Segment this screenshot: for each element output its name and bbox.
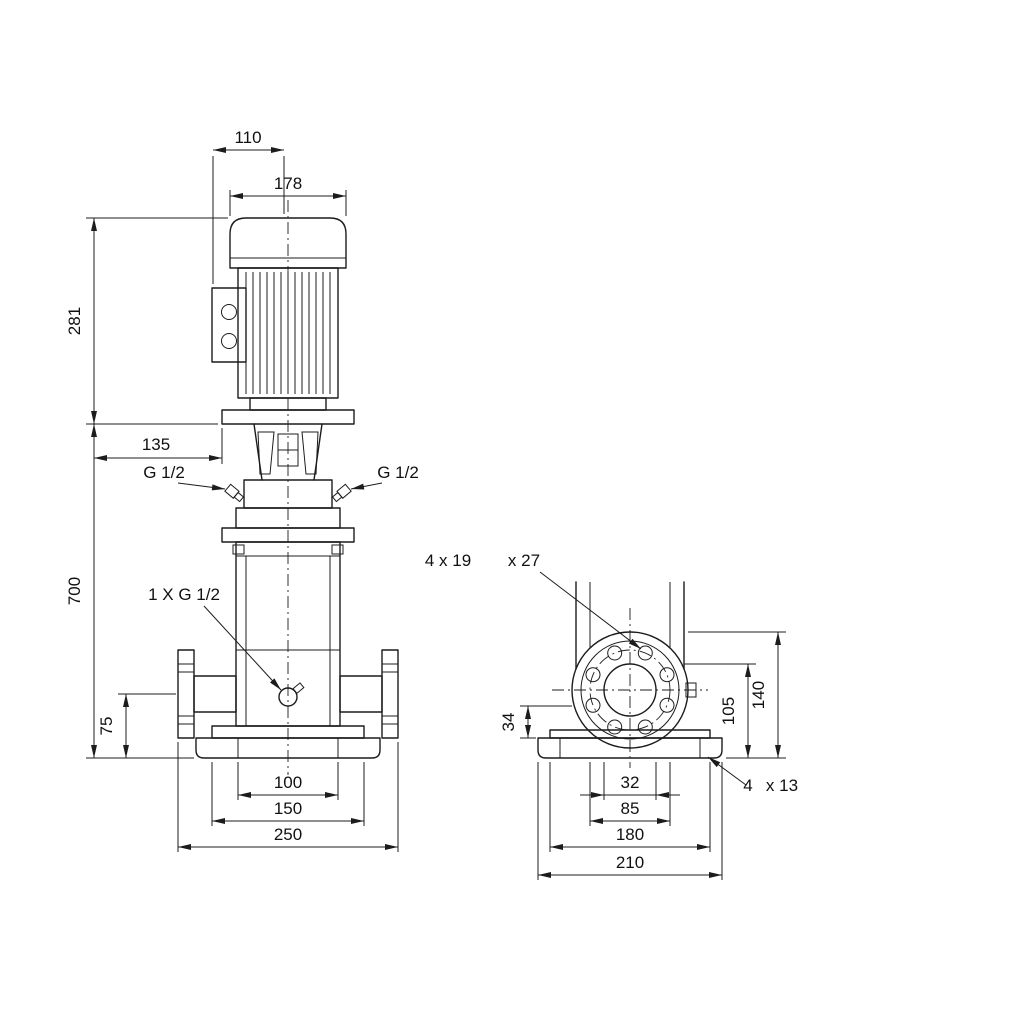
dimension-210: 210: [537, 762, 723, 880]
callout-flange-holes: 4 x 19 x 27: [425, 551, 642, 650]
dim-140-label: 140: [749, 681, 768, 709]
callout-base-holes: 4 x 13: [707, 756, 798, 795]
dim-180-label: 180: [616, 825, 644, 844]
discharge-flange-right: [339, 649, 399, 739]
dimension-281-700: 281 700: [65, 217, 228, 759]
motor: [211, 217, 355, 425]
vent-plug-left: [224, 483, 245, 503]
dim-210-label: 210: [616, 853, 644, 872]
callout-g12-left: G 1/2: [143, 463, 226, 491]
staybolt-nut-right: [331, 544, 344, 555]
suction-flange-left: [177, 649, 237, 739]
dimension-105: 105: [684, 663, 786, 759]
vent-plug-right: [331, 483, 352, 503]
dim-85-label: 85: [621, 799, 640, 818]
port-bore: [603, 663, 657, 717]
dimension-150: 150: [211, 762, 365, 826]
cable-entry-top: [221, 304, 237, 320]
dim-135-label: 135: [142, 435, 170, 454]
dim-100-label: 100: [274, 773, 302, 792]
dim-105-label: 105: [719, 697, 738, 725]
dimension-85: 85: [589, 762, 671, 826]
flange-tab: [685, 682, 697, 698]
dim-250-label: 250: [274, 825, 302, 844]
dim-700-label: 700: [65, 577, 84, 605]
dim-34-label: 34: [499, 713, 518, 732]
dim-178-label: 178: [274, 174, 302, 193]
motor-flange: [221, 409, 355, 425]
staybolt-nut-left: [232, 544, 245, 555]
motor-stool: [253, 423, 323, 481]
dimension-250: 250: [177, 742, 399, 852]
dimension-178: 178: [229, 174, 347, 216]
bolt-circle: [589, 649, 671, 731]
callout-drain: 1 X G 1/2: [148, 585, 282, 691]
dimension-110: 110: [212, 128, 285, 284]
dim-32-label: 32: [621, 773, 640, 792]
front-view: 110 178 281 700 135 G 1/2: [65, 128, 419, 852]
base-holes-label-b: x 13: [766, 776, 798, 795]
dim-75-label: 75: [97, 717, 116, 736]
pump-body-side: [575, 581, 685, 670]
cable-entry-bottom: [221, 333, 237, 349]
drain-label: 1 X G 1/2: [148, 585, 220, 604]
terminal-box: [211, 287, 247, 363]
dimension-180: 180: [549, 762, 711, 852]
flange-holes-label-a: 4 x 19: [425, 551, 471, 570]
g12-left-label: G 1/2: [143, 463, 185, 482]
dimension-140: 140: [688, 631, 786, 758]
dimension-75: 75: [97, 693, 176, 758]
drain-plug: [278, 682, 305, 707]
motor-fins: [245, 272, 331, 394]
flange-holes-label-b: x 27: [508, 551, 540, 570]
dim-150-label: 150: [274, 799, 302, 818]
dimension-32: 32: [580, 762, 680, 800]
dim-110-label: 110: [234, 128, 261, 147]
base-front: [195, 725, 381, 759]
base-holes-label-a: 4: [743, 776, 752, 795]
g12-right-label: G 1/2: [377, 463, 419, 482]
callout-g12-right: G 1/2: [350, 463, 419, 490]
dim-281-label: 281: [65, 307, 84, 335]
end-view: 4 x 19 x 27 34 105 140: [425, 551, 798, 880]
dimension-100: 100: [237, 762, 339, 800]
dimension-34: 34: [499, 705, 572, 739]
dimension-135: 135: [94, 428, 223, 464]
